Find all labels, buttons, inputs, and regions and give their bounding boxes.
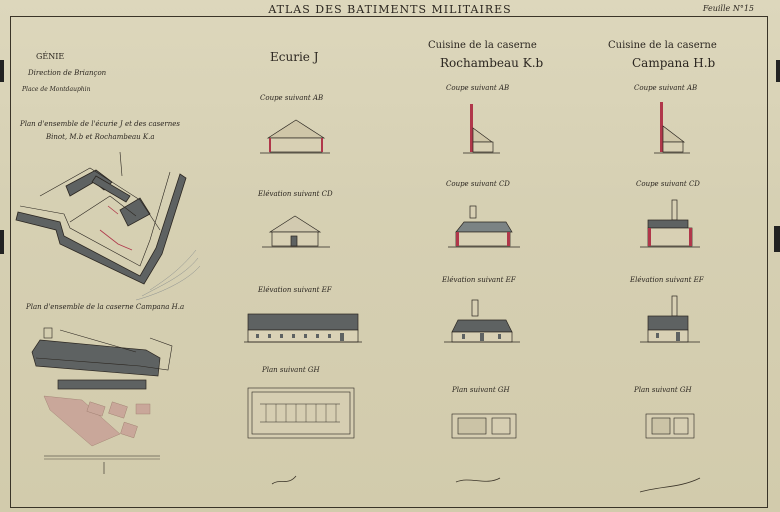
rochambeau-plan-gh: Plan suivant GH [452, 386, 510, 394]
campana-coupe-cd: Coupe suivant CD [636, 180, 700, 188]
campana-elev-ef: Elévation suivant EF [630, 276, 704, 284]
drawing-frame [10, 16, 768, 508]
campana-plan-gh: Plan suivant GH [634, 386, 692, 394]
sheet-edge-tab [776, 60, 780, 82]
plan1-title-line1: Plan d'ensemble de l'écurie J et des cas… [20, 120, 180, 128]
sheet-edge-tab [774, 226, 780, 252]
rochambeau-title-line1: Cuisine de la caserne [428, 40, 537, 51]
campana-coupe-ab: Coupe suivant AB [634, 84, 698, 92]
plan1-title-line2: Binot, M.b et Rochambeau K.a [46, 133, 155, 141]
rochambeau-coupe-ab: Coupe suivant AB [446, 84, 510, 92]
atlas-title: ATLAS DES BATIMENTS MILITAIRES [268, 3, 512, 16]
rochambeau-title-line2: Rochambeau K.b [440, 56, 544, 70]
sheet-number: Feuille N°15 [702, 4, 754, 13]
ecurie-plan-gh: Plan suivant GH [262, 366, 320, 374]
sheet-edge-tab [0, 60, 4, 82]
direction-label: Direction de Briançon [28, 69, 107, 77]
ecurie-elev-ef: Elévation suivant EF [258, 286, 332, 294]
rochambeau-coupe-cd: Coupe suivant CD [446, 180, 510, 188]
campana-title-line1: Cuisine de la caserne [608, 40, 717, 51]
ecurie-coupe-ab: Coupe suivant AB [260, 94, 324, 102]
genie-label: GÉNIE [36, 52, 65, 61]
sheet-edge-tab [0, 230, 4, 254]
place-label: Place de Montdauphin [22, 86, 91, 93]
ecurie-elev-cd: Elévation suivant CD [258, 190, 333, 198]
plan2-title: Plan d'ensemble de la caserne Campana H.… [26, 303, 185, 311]
rochambeau-elev-ef: Elévation suivant EF [442, 276, 516, 284]
campana-title-line2: Campana H.b [632, 56, 716, 70]
ecurie-title: Ecurie J [270, 50, 319, 64]
